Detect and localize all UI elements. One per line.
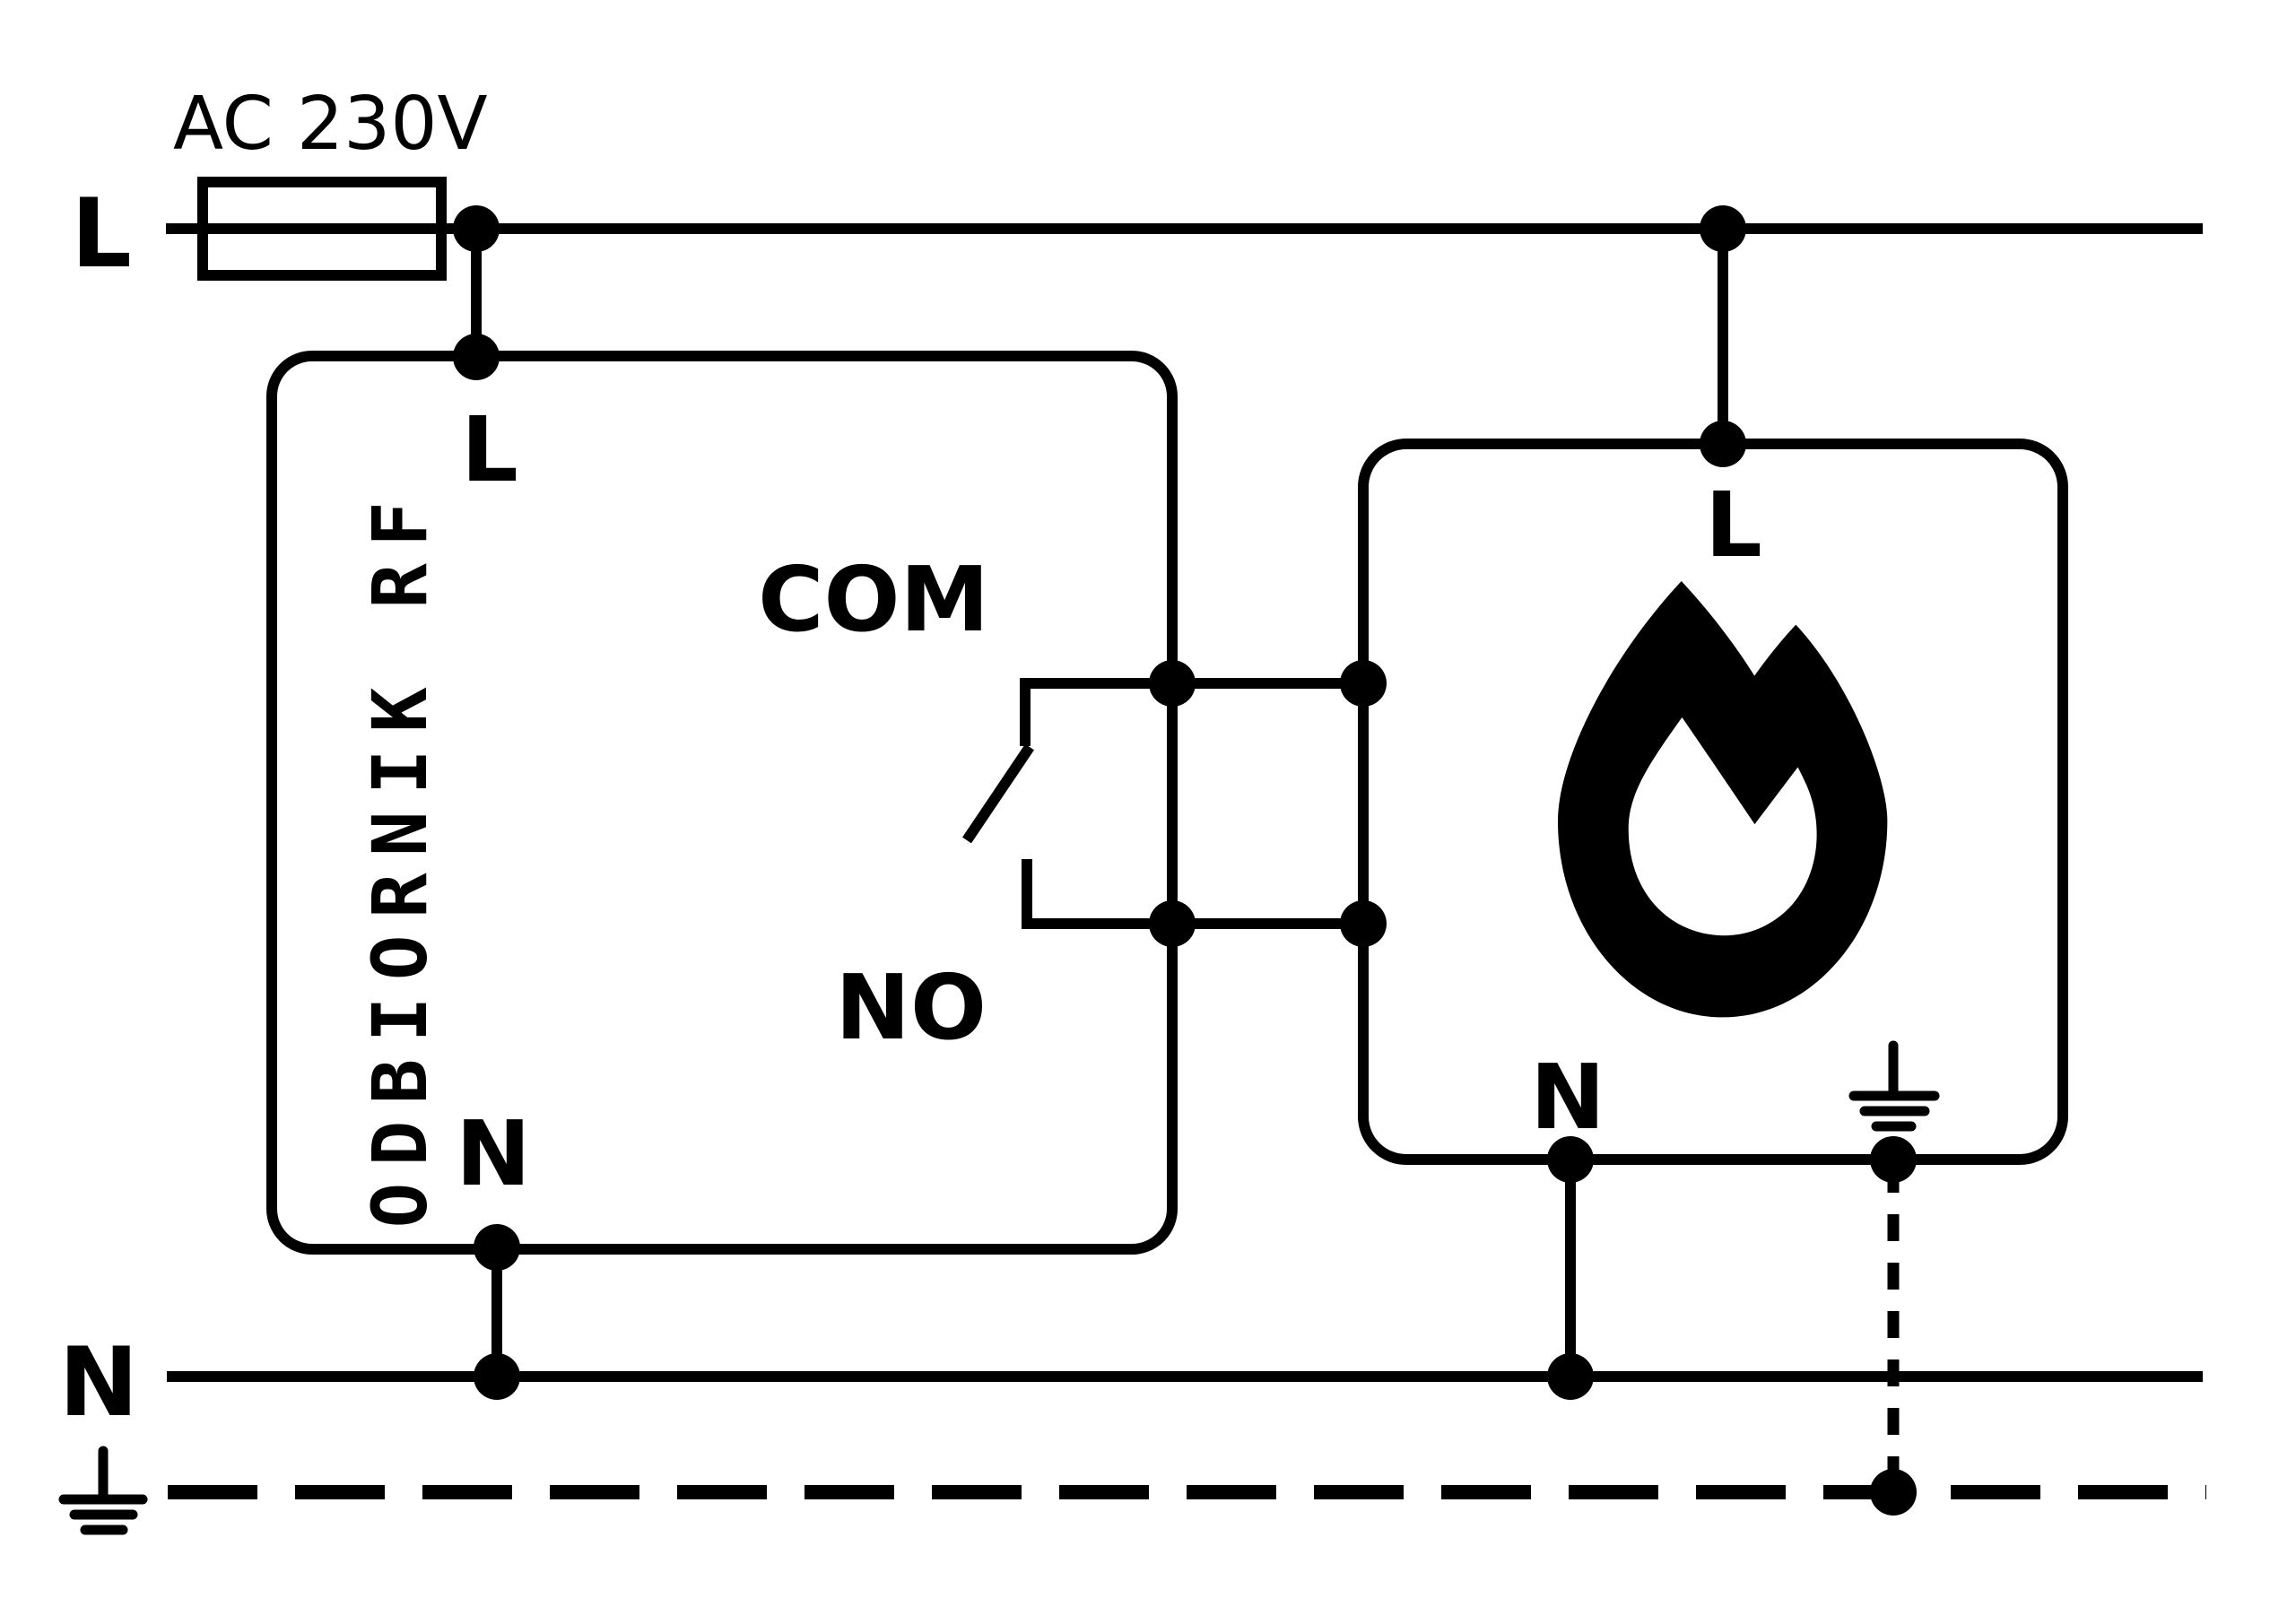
live-bus-label: L bbox=[71, 178, 132, 289]
boiler-neutral-terminal-label: N bbox=[1530, 1045, 1605, 1150]
junction-dot bbox=[1547, 1353, 1594, 1400]
earth-ground-icon bbox=[58, 1446, 148, 1535]
junction-dot bbox=[1700, 205, 1746, 252]
rf-receiver-box bbox=[266, 351, 1178, 1255]
receiver-neutral-terminal-label: N bbox=[456, 1101, 531, 1206]
supply-voltage-label: AC 230V bbox=[173, 82, 488, 167]
rf-receiver-name: ODBIORNIK RF bbox=[356, 485, 444, 1229]
relay-com-label: COM bbox=[758, 547, 989, 652]
junction-dot bbox=[1149, 660, 1196, 707]
junction-dot bbox=[1149, 900, 1196, 947]
junction-dot bbox=[474, 1224, 520, 1271]
junction-dot bbox=[1340, 900, 1387, 947]
junction-dot bbox=[1870, 1136, 1917, 1183]
junction-dot bbox=[1700, 421, 1746, 467]
earth-ground-icon bbox=[1848, 1040, 1940, 1132]
relay-no-label: NO bbox=[835, 955, 987, 1060]
junction-dot bbox=[453, 205, 500, 252]
junction-dot bbox=[1340, 660, 1387, 707]
flame-icon bbox=[1558, 581, 1888, 1018]
boiler-live-terminal-label: L bbox=[1705, 473, 1762, 578]
relay-switch-icon bbox=[962, 678, 1172, 929]
junction-dot bbox=[453, 334, 500, 380]
receiver-live-terminal-label: L bbox=[461, 397, 518, 502]
fuse-icon bbox=[197, 177, 447, 281]
junction-dot bbox=[474, 1353, 520, 1400]
neutral-bus-label: N bbox=[59, 1327, 139, 1438]
junction-dot bbox=[1547, 1136, 1594, 1183]
junction-dot bbox=[1870, 1469, 1917, 1516]
